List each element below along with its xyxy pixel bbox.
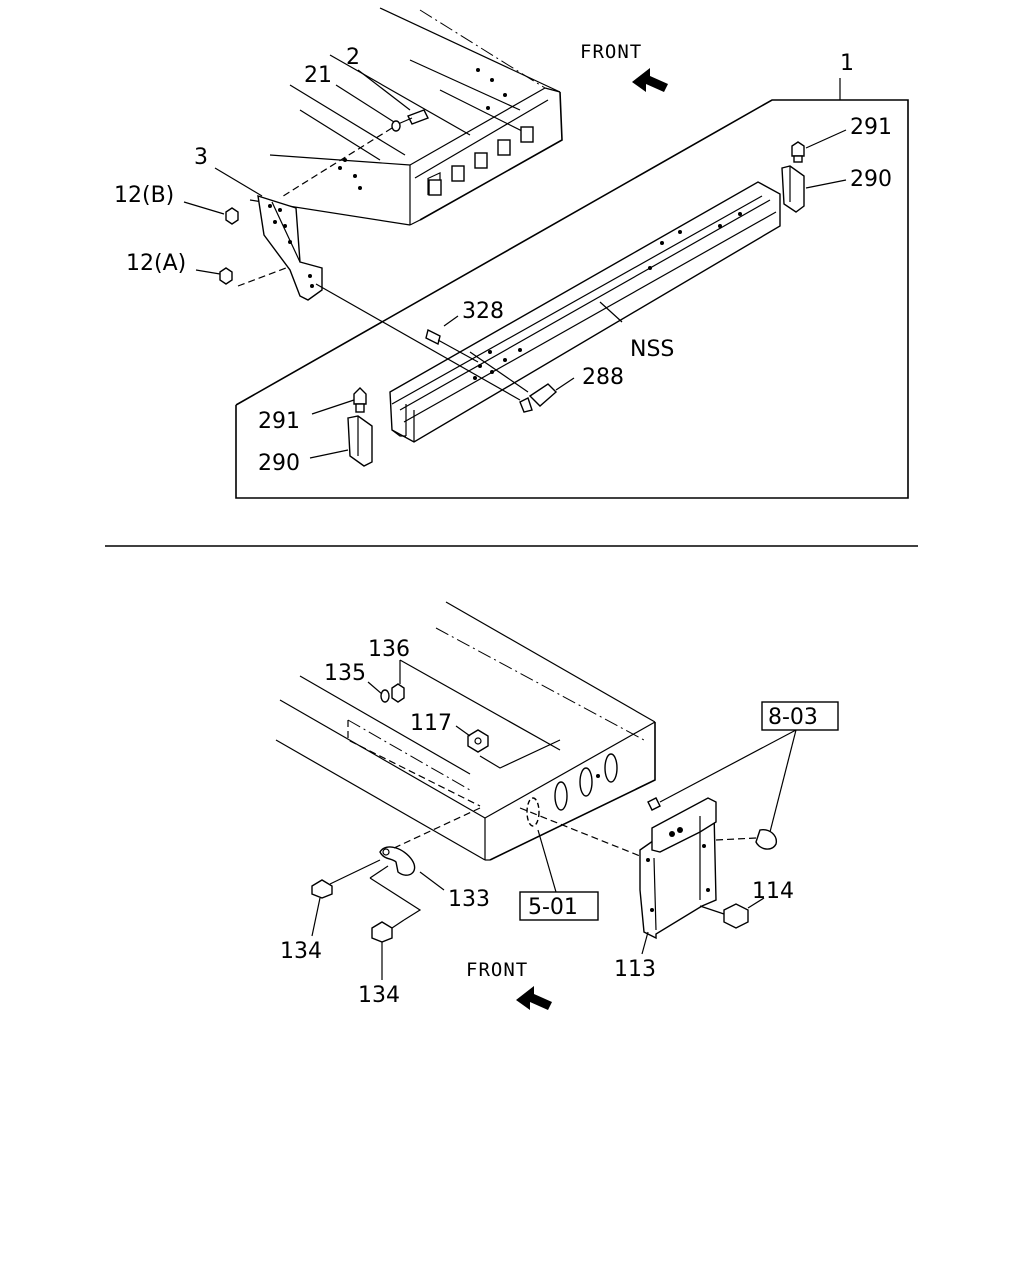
callout-nss: NSS — [630, 337, 674, 362]
callout-133: 133 — [448, 887, 490, 912]
ref-box-8-03 — [761, 701, 839, 731]
callout-1: 1 — [840, 51, 854, 76]
callout-291-bottom: 291 — [258, 409, 300, 434]
bolt-288 — [519, 383, 558, 413]
small-screw — [647, 797, 661, 811]
callout-134-left: 134 — [280, 939, 322, 964]
bracket-290-top — [781, 165, 805, 213]
callout-290-bottom: 290 — [258, 451, 300, 476]
washer-21 — [391, 120, 401, 132]
bolt-114 — [699, 903, 749, 929]
washer-135 — [380, 689, 390, 703]
cap-291-bottom — [353, 387, 367, 413]
callout-288: 288 — [582, 365, 624, 390]
ref-box-5-01 — [519, 891, 599, 921]
ref-8-03: 8-03 — [768, 705, 818, 730]
callout-2: 2 — [346, 45, 360, 70]
frame-rail-upper — [249, 7, 563, 226]
callout-291-top: 291 — [850, 115, 892, 140]
callout-113: 113 — [614, 957, 656, 982]
bolt-134-left — [311, 859, 381, 899]
nut-117 — [467, 729, 489, 753]
assembly-1-outline — [235, 99, 909, 499]
callout-290-top: 290 — [850, 167, 892, 192]
front-label-bottom: FRONT — [466, 959, 528, 981]
callout-135: 135 — [324, 661, 366, 686]
callout-114: 114 — [752, 879, 794, 904]
cap-291-top — [791, 141, 805, 163]
callout-117: 117 — [410, 711, 452, 736]
nut-12b — [225, 207, 239, 225]
callout-328: 328 — [462, 299, 504, 324]
bracket-113 — [639, 797, 717, 940]
callout-3: 3 — [194, 145, 208, 170]
bracket-3 — [257, 194, 323, 301]
support-rail-nss — [389, 181, 781, 443]
ref-5-01: 5-01 — [528, 895, 578, 920]
bolt-134-bottom — [371, 919, 405, 943]
top-diagram: FRONT — [114, 7, 909, 499]
callout-134-bottom: 134 — [358, 983, 400, 1008]
frame-end — [275, 601, 656, 861]
bracket-290-bottom — [347, 415, 373, 467]
callout-136: 136 — [368, 637, 410, 662]
pin-328 — [425, 328, 479, 363]
nut-12a — [219, 267, 233, 285]
callout-12a: 12(A) — [126, 251, 186, 276]
nut-136 — [391, 683, 405, 703]
tow-hook-133 — [379, 846, 416, 876]
front-arrow-top — [632, 68, 668, 92]
marker-lamp — [755, 829, 777, 850]
callout-21: 21 — [304, 63, 332, 88]
front-arrow-bottom — [516, 986, 552, 1010]
callout-12b: 12(B) — [114, 183, 174, 208]
front-label-top: FRONT — [580, 41, 642, 63]
bolt-2 — [397, 109, 429, 125]
bottom-diagram: FRONT — [275, 601, 839, 1010]
